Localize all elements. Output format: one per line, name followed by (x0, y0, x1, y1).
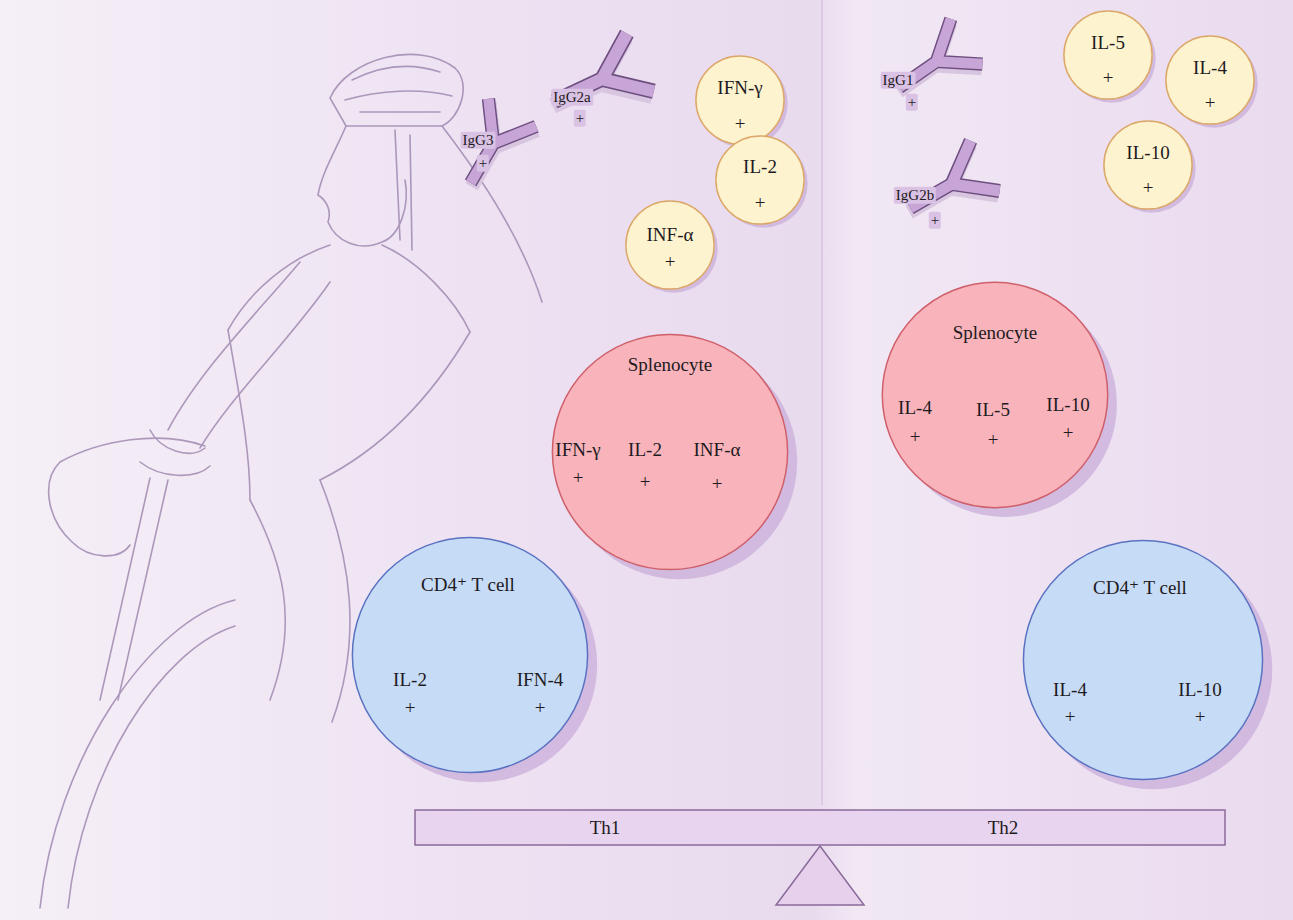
antibody-shape: IgG2b + (885, 135, 1015, 235)
t-cell-circle-outline (1021, 538, 1265, 782)
node-text: IL-5 (976, 400, 1010, 421)
divider-line (821, 0, 823, 805)
node-text: IL-4 (1053, 680, 1087, 701)
node-text: INF-α (694, 440, 741, 461)
cytokine-circle: INF-α + (625, 200, 715, 290)
node-text: + (906, 94, 918, 111)
node-text: + (988, 430, 999, 451)
node-text: + (665, 252, 676, 273)
node-text: + (535, 698, 546, 719)
seesaw-bar: Th1 Th2 (415, 810, 1225, 845)
node-text: + (640, 472, 651, 493)
node-title: CD4⁺ T cell (421, 575, 515, 596)
node-text: + (1103, 68, 1114, 89)
node-text: IFN-4 (517, 670, 563, 691)
node-text: + (573, 468, 584, 489)
node-text: + (574, 110, 586, 127)
node-text: IL-10 (1046, 395, 1089, 416)
splenocyte-cell: SplenocyteIL-4 + IL-5 + IL-10 + (880, 280, 1110, 510)
node-text: IL-2 (393, 670, 427, 691)
node-title: IFN-γ (717, 78, 762, 99)
seesaw-bar-outline (415, 810, 1225, 845)
node-text: + (1195, 707, 1206, 728)
node-text: + (929, 212, 941, 229)
cytokine-circle-outline (625, 200, 715, 290)
node-text: + (1063, 423, 1074, 444)
cytokine-circle: IL-5 + (1063, 10, 1153, 100)
node-text: + (477, 155, 489, 172)
node-title: Th1 (590, 818, 621, 839)
cytokine-circle: IL-4 + (1165, 35, 1255, 125)
seesaw-fulcrum (776, 846, 864, 905)
t-cell-circle: CD4⁺ T cellIL-2 + IFN-4 + (350, 535, 590, 775)
cytokine-circle: IFN-γ + (695, 55, 785, 145)
node-text: + (1205, 93, 1216, 114)
splenocyte-cell: SplenocyteIFN-γ + IL-2 + INF-α + (550, 332, 790, 572)
node-text: + (1143, 178, 1154, 199)
antibody-shape-outline (885, 135, 1015, 235)
t-cell-circle-outline (350, 535, 590, 775)
node-title: INF-α (647, 225, 694, 246)
node-text: IL-2 (628, 440, 662, 461)
node-text: IFN-γ (555, 440, 600, 461)
node-title: IL-10 (1126, 143, 1169, 164)
node-title: Splenocyte (953, 323, 1037, 344)
t-cell-circle: CD4⁺ T cellIL-4 + IL-10 + (1021, 538, 1265, 782)
node-text: + (1065, 707, 1076, 728)
node-text: + (712, 474, 723, 495)
node-title: IL-5 (1091, 33, 1125, 54)
node-title: IgG2a (551, 89, 593, 106)
node-title: IgG2b (894, 187, 936, 204)
antibody-shape-outline (535, 25, 665, 135)
node-text: IL-10 (1178, 680, 1221, 701)
antibody-shape: IgG3 + (445, 80, 540, 210)
antibody-shape-outline (865, 15, 1005, 110)
cytokine-circle: IL-10 + (1103, 120, 1193, 210)
node-title: IgG3 (461, 132, 496, 149)
node-title: CD4⁺ T cell (1093, 578, 1187, 599)
node-text: + (755, 193, 766, 214)
node-title: IgG1 (881, 72, 916, 89)
antibody-shape: IgG1 + (865, 15, 1005, 110)
node-text: Th2 (988, 818, 1019, 839)
node-text: + (910, 427, 921, 448)
node-title: Splenocyte (628, 355, 712, 376)
antibody-shape: IgG2a + (535, 25, 665, 135)
node-title: IL-2 (743, 157, 777, 178)
node-text: IL-4 (898, 398, 932, 419)
node-title: IL-4 (1193, 58, 1227, 79)
node-text: + (405, 698, 416, 719)
cytokine-circle: IL-2 + (715, 135, 805, 225)
node-text: + (735, 114, 746, 135)
